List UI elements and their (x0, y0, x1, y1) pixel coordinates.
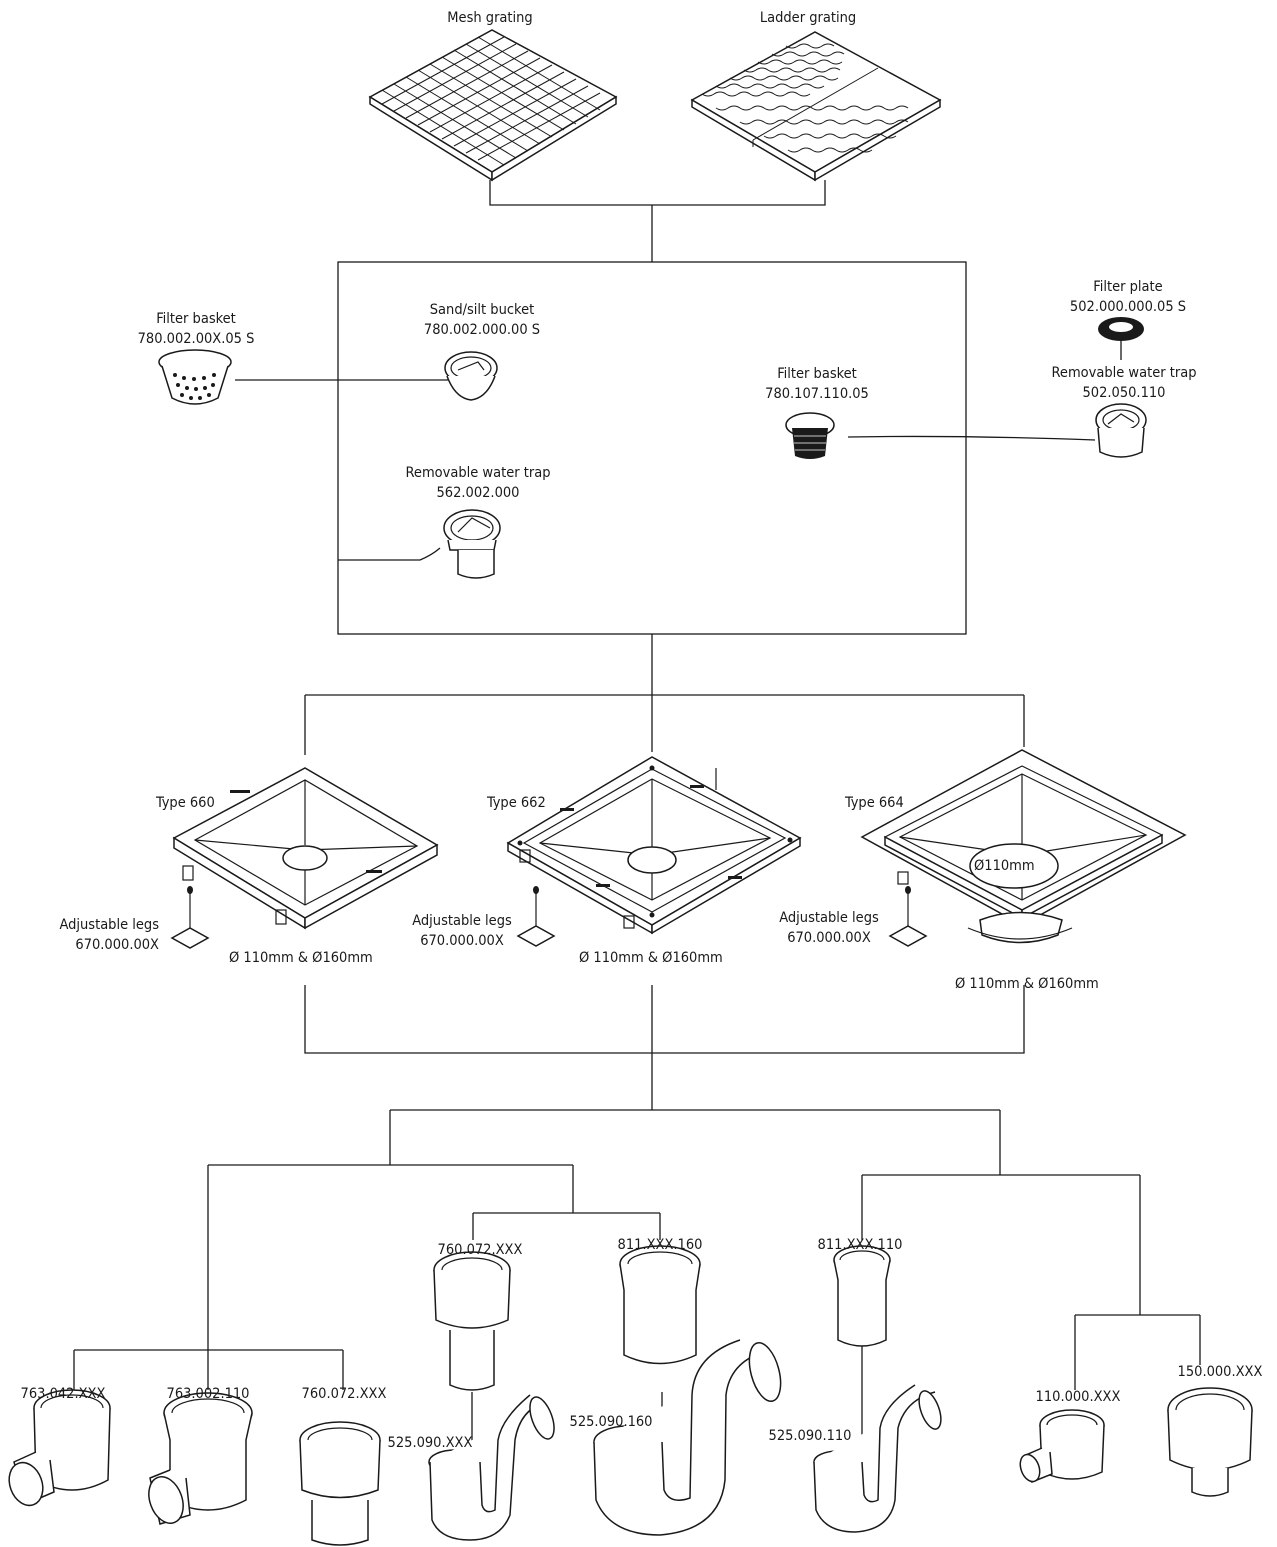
siphon-525-090-xxx-label: 525.090.XXX (387, 1435, 473, 1451)
type-664-drain-illustration (860, 749, 1187, 947)
filter-basket-right-name: Filter basket (777, 366, 857, 382)
filter-basket-left-label: Filter basket 780.002.00X.05 S (138, 309, 255, 349)
removable-trap-562-label: Removable water trap 562.002.000 (406, 463, 551, 503)
outlet-760-072-mid-illustration (433, 1251, 511, 1391)
type-660-legs-name: Adjustable legs (59, 917, 159, 933)
filter-plate-illustration (1098, 317, 1144, 341)
sand-silt-bucket-illustration (444, 351, 498, 401)
outlet-763-002-illustration (148, 1392, 253, 1525)
outlet-760-072-left-label: 760.072.XXX (301, 1386, 387, 1402)
type-660-drain-illustration (170, 767, 439, 949)
filter-basket-right-code: 780.107.110.05 (765, 386, 869, 402)
outlet-150-000-label: 150.000.XXX (1177, 1364, 1263, 1380)
filter-basket-left-name: Filter basket (156, 311, 236, 327)
ladder-grating-label: Ladder grating (759, 10, 857, 26)
removable-trap-502-name: Removable water trap (1051, 365, 1197, 381)
ladder-grating-illustration (690, 31, 942, 182)
removable-trap-502-code: 502.050.110 (1082, 385, 1166, 401)
filter-basket-right-label: Filter basket 780.107.110.05 (765, 364, 869, 404)
filter-plate-code: 502.000.000.05 S (1069, 299, 1187, 315)
outlet-811-160-illustration (619, 1245, 701, 1365)
outlet-110-000-label: 110.000.XXX (1035, 1389, 1121, 1405)
outlet-763-002-label: 763.002.110 (166, 1386, 250, 1402)
type-662-diameter: Ø 110mm & Ø160mm (579, 950, 723, 966)
type-660-diameter: Ø 110mm & Ø160mm (229, 950, 373, 966)
outlet-110-000-illustration (1019, 1409, 1105, 1484)
outlet-763-042-label: 763.042.XXX (20, 1386, 106, 1402)
type-664-legs-code: 670.000.00X (787, 930, 871, 946)
type-662-legs-code: 670.000.00X (420, 933, 504, 949)
filter-plate-label: Filter plate 502.000.000.05 S (1070, 277, 1186, 317)
outlet-760-072-mid-label: 760.072.XXX (437, 1242, 523, 1258)
sand-silt-bucket-label: Sand/silt bucket 780.002.000.00 S (424, 300, 540, 340)
siphon-525-090-160-illustration (593, 1339, 782, 1536)
removable-trap-502-illustration (1095, 403, 1147, 458)
type-664-diameter: Ø 110mm & Ø160mm (955, 976, 1099, 992)
type-662-legs-label: Adjustable legs 670.000.00X (412, 911, 512, 951)
sand-silt-bucket-code: 780.002.000.00 S (423, 322, 541, 338)
siphon-525-090-110-label: 525.090.110 (768, 1428, 852, 1444)
outlet-760-072-left-illustration (299, 1421, 381, 1546)
outlet-811-110-illustration (833, 1245, 891, 1347)
removable-trap-562-code: 562.002.000 (436, 485, 520, 501)
type-664-title: Type 664 (845, 795, 904, 811)
type-662-drain-illustration (506, 756, 802, 947)
type-662-title: Type 662 (487, 795, 546, 811)
type-660-legs-code: 670.000.00X (75, 937, 159, 953)
filter-plate-name: Filter plate (1093, 279, 1163, 295)
type-662-legs-name: Adjustable legs (412, 913, 512, 929)
removable-trap-502-label: Removable water trap 502.050.110 (1052, 363, 1197, 403)
type-664-legs-name: Adjustable legs (779, 910, 879, 926)
mesh-grating-label: Mesh grating (447, 10, 533, 26)
filter-basket-left-illustration (158, 349, 232, 405)
outlet-811-110-label: 811.XXX.110 (817, 1237, 903, 1253)
type-660-title: Type 660 (156, 795, 215, 811)
type-664-inner-diameter: Ø110mm (974, 858, 1035, 874)
outlet-811-160-label: 811.XXX.160 (617, 1237, 703, 1253)
siphon-525-090-160-label: 525.090.160 (569, 1414, 653, 1430)
siphon-525-090-xxx-illustration (428, 1394, 555, 1541)
connector-lines (73, 180, 1201, 1465)
outlet-763-042-illustration (8, 1389, 111, 1507)
mesh-grating-illustration (368, 29, 618, 182)
removable-trap-562-name: Removable water trap (405, 465, 551, 481)
sand-silt-bucket-name: Sand/silt bucket (429, 302, 535, 318)
outlet-150-000-illustration (1167, 1387, 1253, 1497)
removable-trap-562-illustration (443, 509, 501, 579)
filter-basket-right-illustration (785, 412, 835, 459)
filter-basket-left-code: 780.002.00X.05 S (137, 331, 255, 347)
siphon-525-090-110-illustration (813, 1384, 942, 1533)
type-664-legs-label: Adjustable legs 670.000.00X (779, 908, 879, 948)
type-660-legs-label: Adjustable legs 670.000.00X (59, 915, 159, 955)
